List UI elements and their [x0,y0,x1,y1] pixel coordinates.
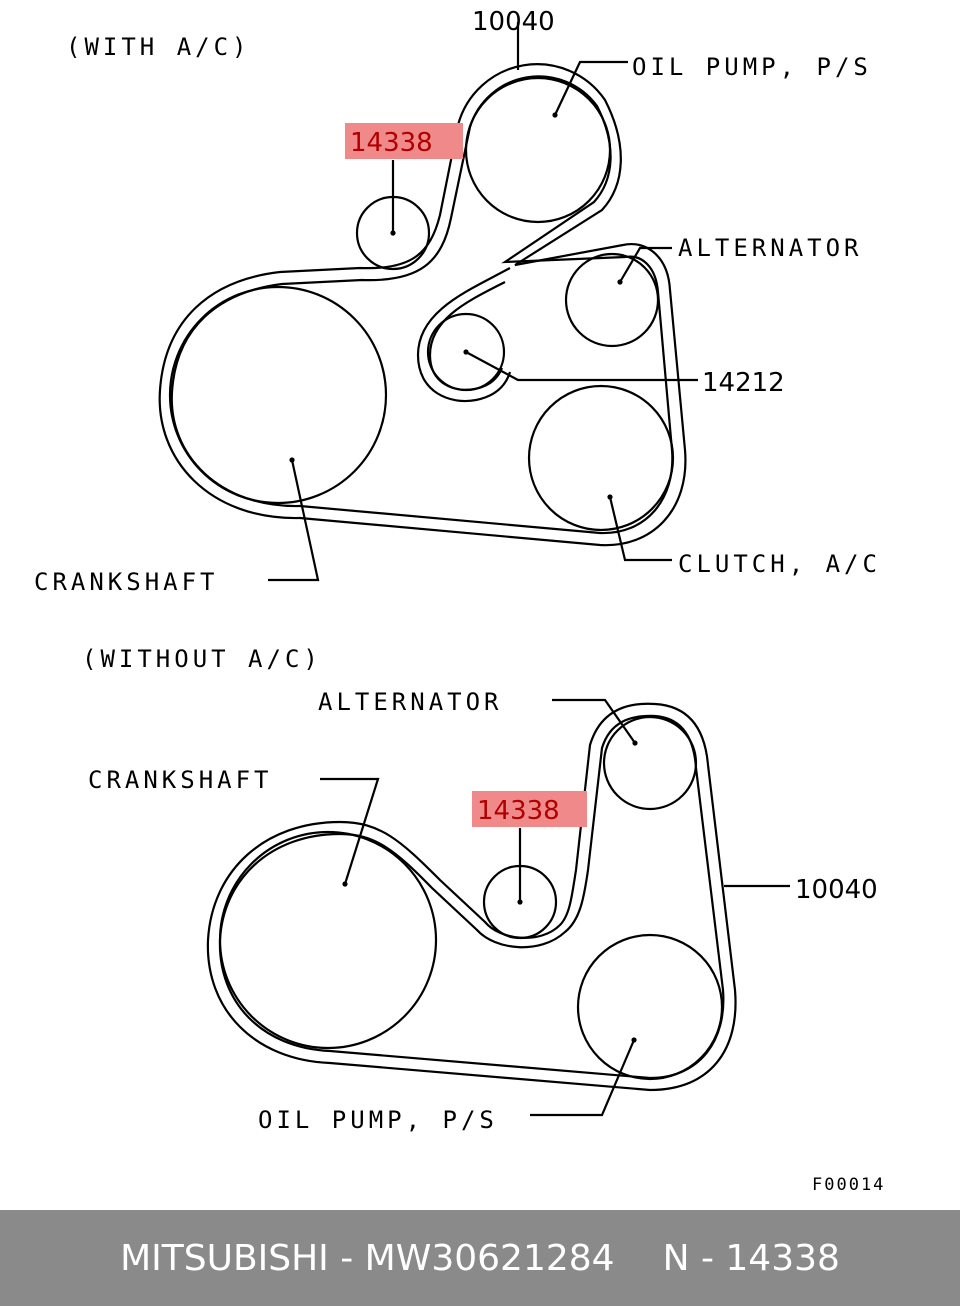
top-oil-pump-label: OIL PUMP, P/S [632,53,872,81]
top-belt-part-number: 10040 [472,7,555,37]
top-clutch-leader [608,496,672,562]
bottom-oil-pump-pulley [576,933,724,1081]
top-tensioner-highlight [345,123,463,159]
footer-brand-part: MITSUBISHI - MW30621284 [120,1237,615,1279]
top-crankshaft-leader [268,459,320,582]
crankshaft-pulley [168,285,388,505]
top-diagram: (WITH A/C) 10040 OIL PUMP, P/S 14 [34,7,881,596]
belt-routing-diagram: (WITH A/C) 10040 OIL PUMP, P/S 14 [34,7,885,1195]
footer-catalog-ref: N - 14338 [662,1237,840,1279]
top-heading: (WITH A/C) [66,33,251,61]
top-belt-inner [170,75,674,535]
bottom-belt-inner [218,714,725,1080]
top-belt-idler-wrap-inner [428,281,506,391]
top-belt-idler-wrap-outer [416,267,512,403]
bottom-heading: (WITHOUT A/C) [82,645,322,673]
bottom-oil-pump-leader [530,1039,636,1117]
bottom-alternator-leader [552,698,636,744]
ac-clutch-pulley [527,384,675,532]
figure-code: F00014 [812,1175,885,1195]
top-clutch-label: CLUTCH, A/C [678,550,881,578]
bottom-belt-outer [206,702,737,1092]
bottom-alternator-pulley [602,715,698,811]
top-idler-leader [465,351,698,382]
bottom-crankshaft-pulley [218,830,438,1050]
bottom-diagram: (WITHOUT A/C) ALTERNATOR CRANKSHAFT 1433… [82,645,878,1134]
bottom-crankshaft-leader [320,777,380,885]
bottom-tensioner-highlight [472,791,587,827]
top-idler-part-number: 14212 [702,368,785,398]
top-alternator-label: ALTERNATOR [678,234,863,262]
top-crankshaft-label: CRANKSHAFT [34,568,219,596]
top-alternator-leader [619,246,672,283]
alternator-pulley [564,252,660,348]
bottom-oil-pump-label: OIL PUMP, P/S [258,1106,498,1134]
top-tensioner-part-number: 14338 [350,128,433,158]
bottom-crankshaft-label: CRANKSHAFT [88,766,273,794]
bottom-alternator-label: ALTERNATOR [318,688,503,716]
bottom-tensioner-part-number: 14338 [477,796,560,826]
top-oil-pump-leader [554,60,628,116]
bottom-belt-part-number: 10040 [795,875,878,905]
footer-bar: MITSUBISHI - MW30621284 N - 14338 [0,1210,960,1306]
oil-pump-pulley [464,76,612,224]
top-belt-outer [158,63,687,547]
